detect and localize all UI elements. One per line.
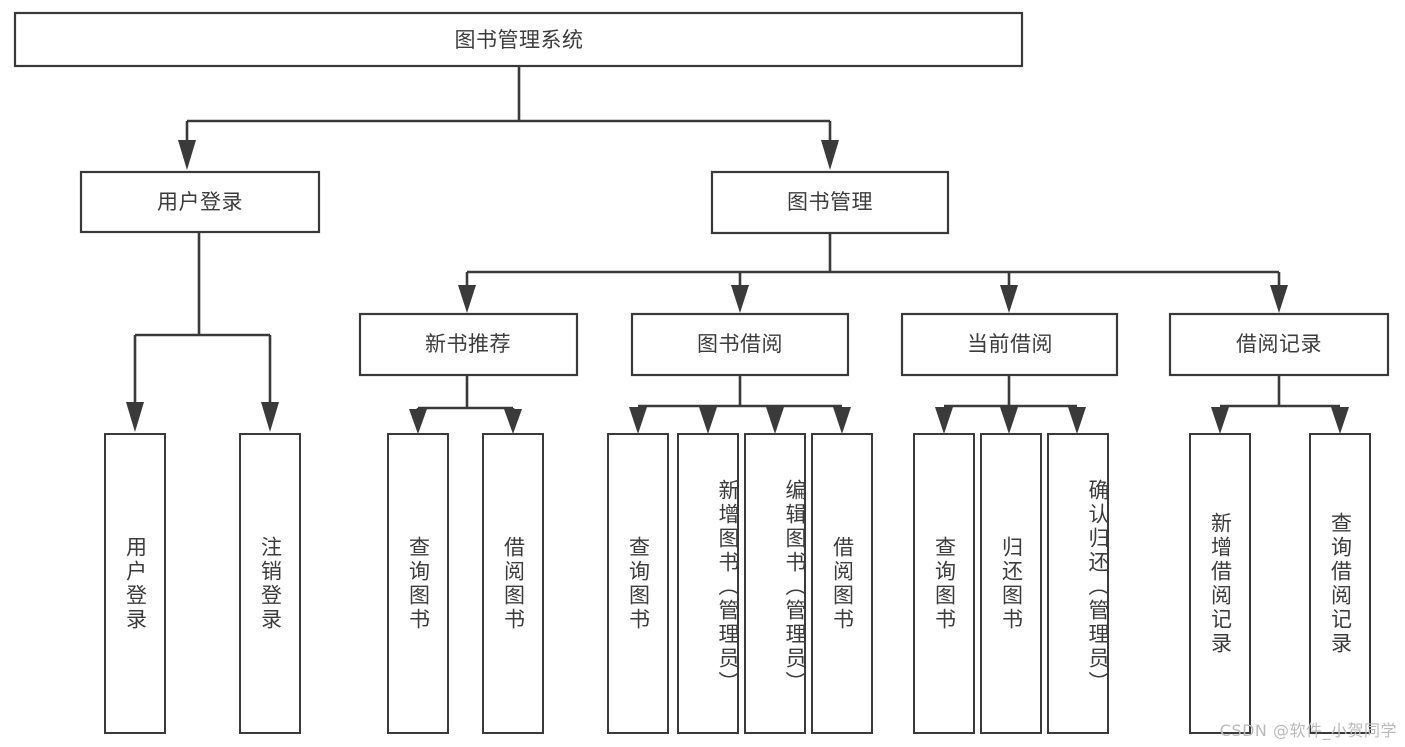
leaf-box-add-book[interactable] — [677, 433, 739, 734]
arrow-leaf-query-book-2 — [629, 407, 647, 434]
node-current-borrow-label: 当前借阅 — [967, 332, 1053, 356]
node-user-login-box[interactable] — [79, 170, 321, 234]
arrow-to-currentborrow — [1000, 285, 1018, 313]
watermark-text: CSDN @软件_小贺同学 — [1219, 721, 1397, 740]
node-root-box[interactable] — [13, 11, 1024, 68]
leaf-box-query-book-2[interactable] — [607, 433, 669, 734]
node-borrow-record-label: 借阅记录 — [1236, 332, 1322, 356]
arrow-to-bookmanage — [821, 140, 839, 170]
arrow-leaf-query-book-3 — [935, 407, 953, 434]
leaf-box-borrow-book-2[interactable] — [811, 433, 873, 734]
arrow-leaf-user-login — [126, 402, 144, 432]
arrow-to-userlogin — [178, 140, 196, 170]
leaf-box-return-book[interactable] — [980, 433, 1042, 734]
leaf-box-borrow-book-1[interactable] — [482, 433, 544, 734]
arrow-to-newbook — [458, 285, 476, 313]
node-user-login[interactable]: 用户登录 — [79, 170, 321, 234]
node-root[interactable]: 图书管理系统 — [13, 11, 1024, 68]
arrow-leaf-borrow-book-2 — [833, 407, 851, 434]
arrow-leaf-add-book — [699, 407, 717, 434]
arrow-leaf-return-book — [1000, 407, 1018, 434]
arrow-leaf-query-record — [1331, 407, 1349, 434]
leaf-box-query-book-3[interactable] — [913, 433, 975, 734]
node-user-login-label: 用户登录 — [157, 190, 243, 214]
node-book-manage[interactable]: 图书管理 — [710, 170, 950, 235]
leaf-box-user-login[interactable] — [104, 433, 166, 734]
node-book-borrow-label: 图书借阅 — [697, 332, 783, 356]
arrow-leaf-confirm-return — [1068, 407, 1086, 434]
arrow-to-borrowrecord — [1270, 285, 1288, 313]
node-new-book-rec-label: 新书推荐 — [425, 332, 511, 356]
arrow-leaf-user-logout — [261, 402, 279, 432]
node-new-book-rec[interactable]: 新书推荐 — [358, 312, 579, 377]
leaf-box-user-logout[interactable] — [239, 433, 301, 734]
node-root-label: 图书管理系统 — [455, 28, 584, 52]
node-borrow-record[interactable]: 借阅记录 — [1168, 312, 1390, 377]
leaf-box-edit-book[interactable] — [744, 433, 806, 734]
leaf-boxes-layer — [104, 433, 1371, 734]
connectors-layer — [126, 66, 1349, 434]
arrow-leaf-query-book-1 — [409, 409, 427, 434]
node-book-manage-box[interactable] — [710, 170, 950, 235]
arrow-leaf-edit-book — [766, 407, 784, 434]
node-new-book-rec-box[interactable] — [358, 312, 579, 377]
node-current-borrow[interactable]: 当前借阅 — [900, 312, 1119, 377]
leaf-box-query-record[interactable] — [1309, 433, 1371, 734]
node-borrow-record-box[interactable] — [1168, 312, 1390, 377]
node-current-borrow-box[interactable] — [900, 312, 1119, 377]
node-book-borrow[interactable]: 图书借阅 — [630, 312, 850, 377]
node-book-manage-label: 图书管理 — [787, 190, 873, 214]
leaf-box-confirm-return[interactable] — [1047, 433, 1109, 734]
leaf-box-add-record[interactable] — [1189, 433, 1251, 734]
node-book-borrow-box[interactable] — [630, 312, 850, 377]
arrow-leaf-borrow-book-1 — [504, 409, 522, 434]
arrow-to-bookborrow — [731, 285, 749, 313]
arrow-leaf-add-record — [1211, 407, 1229, 434]
leaf-box-query-book-1[interactable] — [387, 433, 449, 734]
